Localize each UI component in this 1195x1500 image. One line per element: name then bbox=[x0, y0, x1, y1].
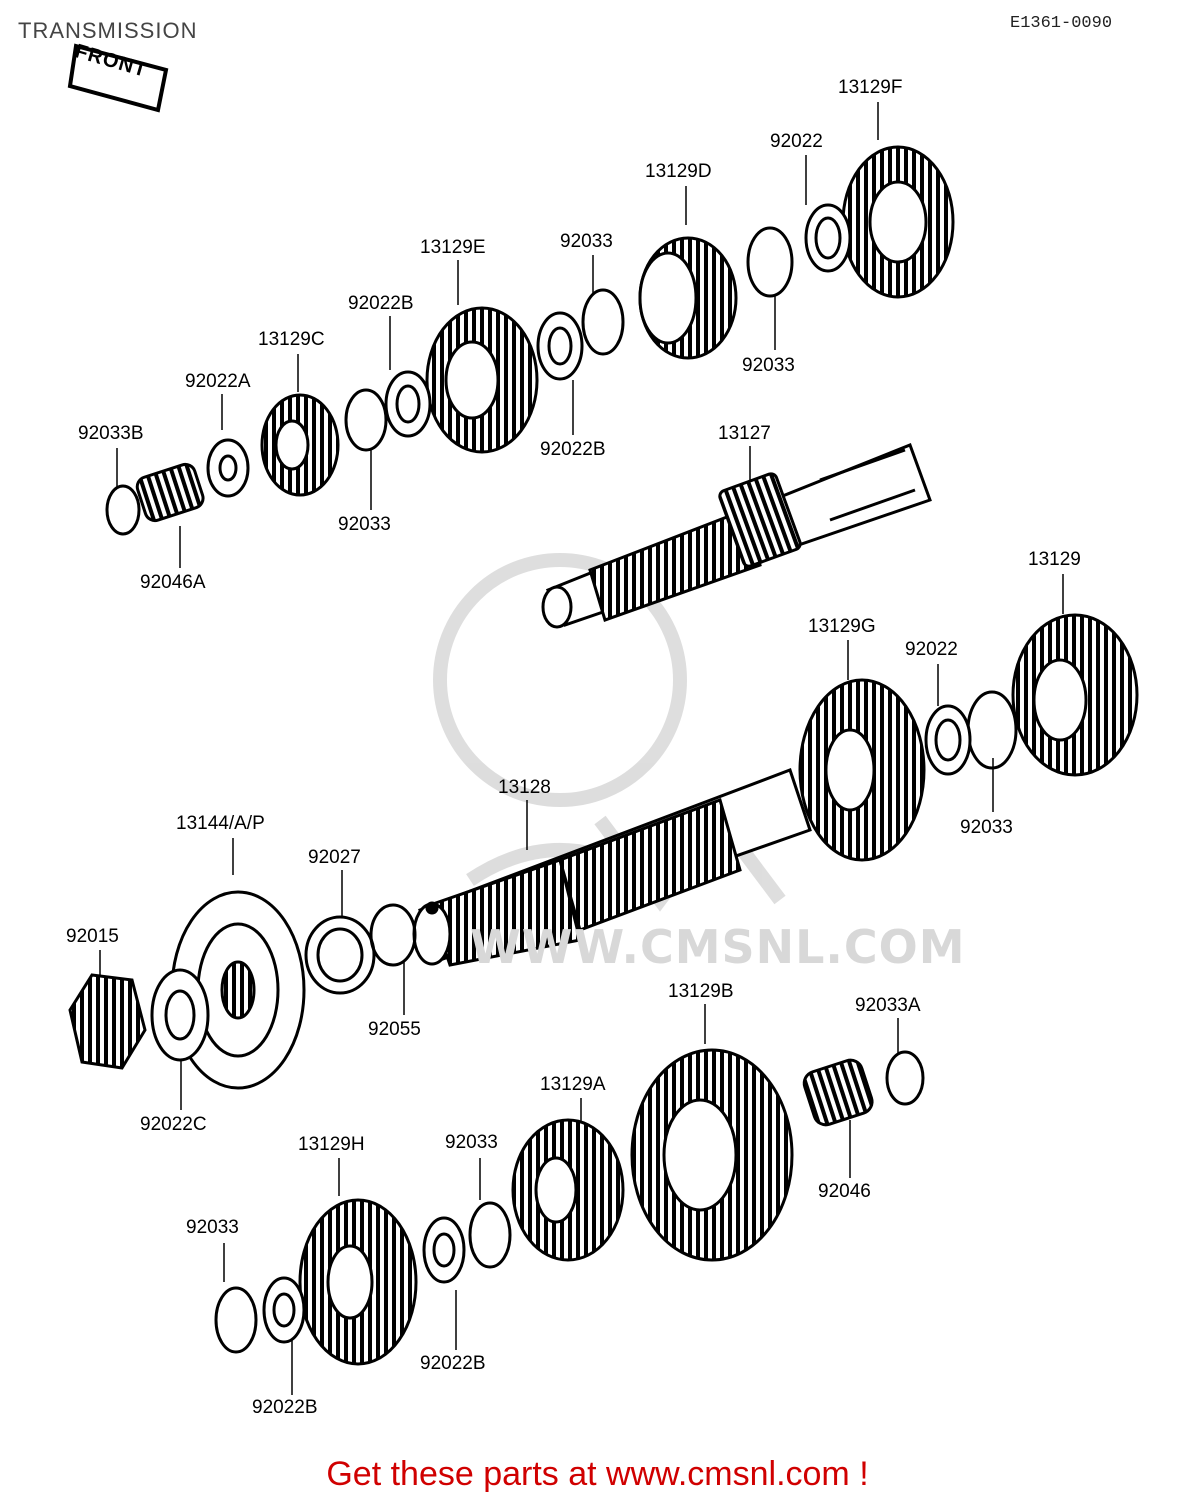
watermark-url: WWW.CMSNL.COM bbox=[470, 920, 966, 974]
circlip-92033-mid bbox=[344, 388, 388, 452]
part-label: 92022B bbox=[540, 439, 606, 460]
figure-code: E1361-0090 bbox=[1010, 14, 1113, 33]
part-label: 92033 bbox=[560, 231, 613, 252]
part-label: 13128 bbox=[498, 777, 551, 798]
circlip-92033A bbox=[885, 1050, 925, 1106]
part-label: 13129A bbox=[540, 1074, 606, 1095]
part-label: 92022 bbox=[770, 131, 823, 152]
front-direction-tag bbox=[67, 43, 169, 113]
part-label: 13127 bbox=[718, 423, 771, 444]
part-label: 13129E bbox=[420, 237, 486, 258]
output-shaft-13128 bbox=[412, 768, 812, 967]
part-label: 13129G bbox=[808, 616, 876, 637]
needle-bearing-92046 bbox=[802, 1058, 874, 1127]
part-label: 92046 bbox=[818, 1181, 871, 1202]
circlip-92033-low bbox=[468, 1201, 512, 1269]
part-label: 92015 bbox=[66, 926, 119, 947]
part-label: 92022B bbox=[252, 1397, 318, 1418]
part-label: 92033A bbox=[855, 995, 921, 1016]
part-label: 92022B bbox=[348, 293, 414, 314]
part-label: 92027 bbox=[308, 847, 361, 868]
part-label: 13129B bbox=[668, 981, 734, 1002]
part-label: 92033B bbox=[78, 423, 144, 444]
part-label: 92033 bbox=[742, 355, 795, 376]
circlip-92033-right bbox=[966, 690, 1018, 770]
part-label: 92033 bbox=[338, 514, 391, 535]
part-label: 92022A bbox=[185, 371, 251, 392]
circlip-92033-top-right bbox=[746, 226, 794, 298]
part-label: 92046A bbox=[140, 572, 206, 593]
part-label: 13144/A/P bbox=[176, 813, 265, 834]
part-label: 13129H bbox=[298, 1134, 365, 1155]
part-label: 13129D bbox=[645, 161, 712, 182]
part-label: 92033 bbox=[186, 1217, 239, 1238]
diagram-title: TRANSMISSION bbox=[18, 18, 198, 43]
part-label: 13129F bbox=[838, 77, 903, 98]
part-label: 92022 bbox=[905, 639, 958, 660]
nut-92015 bbox=[68, 973, 147, 1070]
circlip-92033-left bbox=[214, 1286, 258, 1354]
part-label: 92022B bbox=[420, 1353, 486, 1374]
input-shaft-13127 bbox=[541, 443, 932, 629]
part-label: 92033 bbox=[445, 1132, 498, 1153]
needle-bearing-92046A bbox=[135, 462, 205, 523]
footer-link[interactable]: Get these parts at www.cmsnl.com ! bbox=[326, 1455, 869, 1493]
circlip-92033B bbox=[105, 484, 141, 536]
part-label: 92033 bbox=[960, 817, 1013, 838]
circlip-92033-top bbox=[581, 288, 625, 356]
part-label: 13129C bbox=[258, 329, 325, 350]
part-label: 92055 bbox=[368, 1019, 421, 1040]
o-ring-92055 bbox=[369, 903, 417, 967]
part-label: 92022C bbox=[140, 1114, 207, 1135]
leader-lines bbox=[99, 102, 1064, 1395]
part-label: 13129 bbox=[1028, 549, 1081, 570]
